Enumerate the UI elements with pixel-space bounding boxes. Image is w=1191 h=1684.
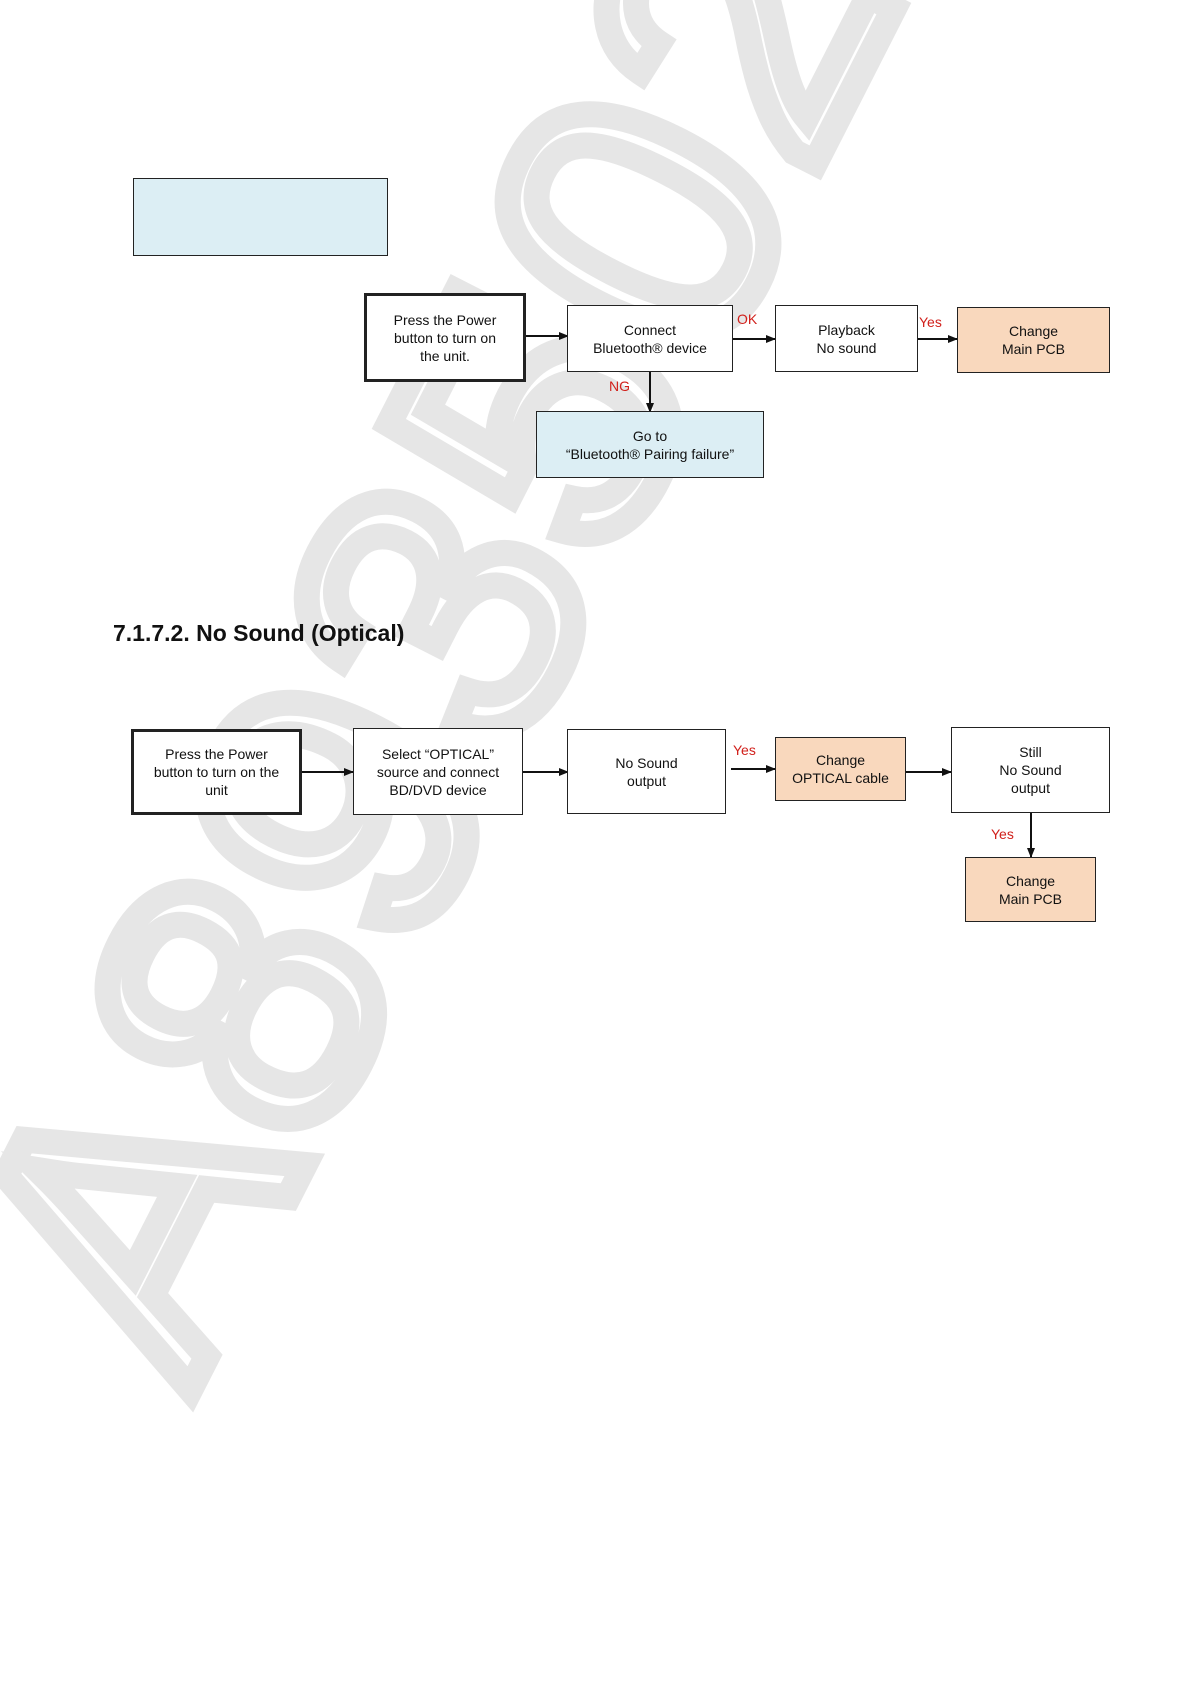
d2-label-yes-pcb: Yes bbox=[991, 826, 1014, 842]
d2-change-main-pcb-box: Change Main PCB bbox=[965, 857, 1096, 922]
d1-label-yes: Yes bbox=[919, 314, 942, 330]
d2-power-box: Press the Power button to turn on the un… bbox=[131, 729, 302, 815]
legend-box bbox=[133, 178, 388, 256]
d2-no-sound-box: No Sound output bbox=[567, 729, 726, 814]
d1-connect-box: Connect Bluetooth® device bbox=[567, 305, 733, 372]
d2-still-no-sound-box: Still No Sound output bbox=[951, 727, 1110, 813]
d2-select-optical-box: Select “OPTICAL” source and connect BD/D… bbox=[353, 728, 523, 815]
d1-label-ok: OK bbox=[737, 311, 758, 327]
d1-playback-box: Playback No sound bbox=[775, 305, 918, 372]
d2-change-optical-cable-box: Change OPTICAL cable bbox=[775, 737, 906, 801]
d1-change-main-pcb-box: Change Main PCB bbox=[957, 307, 1110, 373]
section-title: 7.1.7.2. No Sound (Optical) bbox=[113, 620, 405, 646]
d1-power-box: Press the Power button to turn on the un… bbox=[364, 293, 526, 382]
d1-goto-pairing-failure-box: Go to “Bluetooth® Pairing failure” bbox=[536, 411, 764, 478]
d1-label-ng: NG bbox=[609, 378, 630, 394]
d2-label-yes-cable: Yes bbox=[733, 742, 756, 758]
